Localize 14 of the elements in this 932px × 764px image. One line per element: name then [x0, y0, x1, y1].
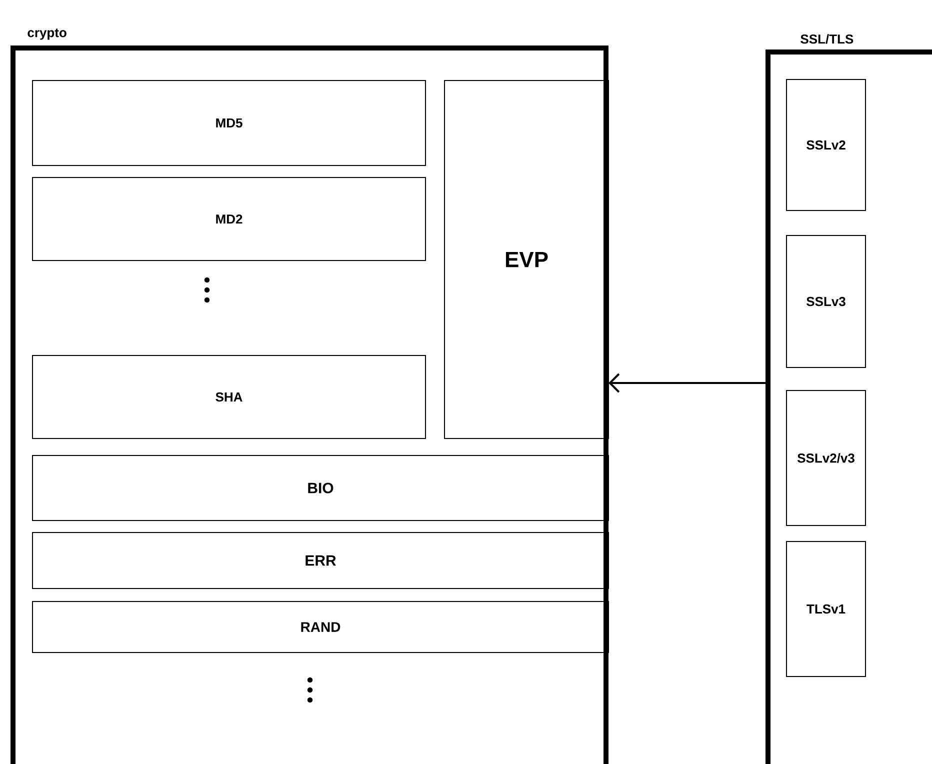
module-box: SSLv2/v3: [786, 390, 866, 526]
node-label: crypto: [28, 28, 66, 40]
module-box: TLSv1: [786, 541, 866, 677]
module-box: SSLv3: [786, 235, 866, 368]
module-box: SHA: [32, 355, 426, 439]
module-box: SSLv2: [786, 79, 866, 211]
module-box: BIO: [32, 455, 609, 521]
module-box: MD2: [32, 177, 426, 261]
module-box: MD5: [32, 80, 426, 166]
module-box: EVP: [444, 80, 609, 439]
arrow: [608, 373, 766, 393]
module-box: RAND: [32, 601, 609, 653]
node-label: SSL/TLS: [800, 34, 854, 44]
module-box: ERR: [32, 532, 609, 589]
